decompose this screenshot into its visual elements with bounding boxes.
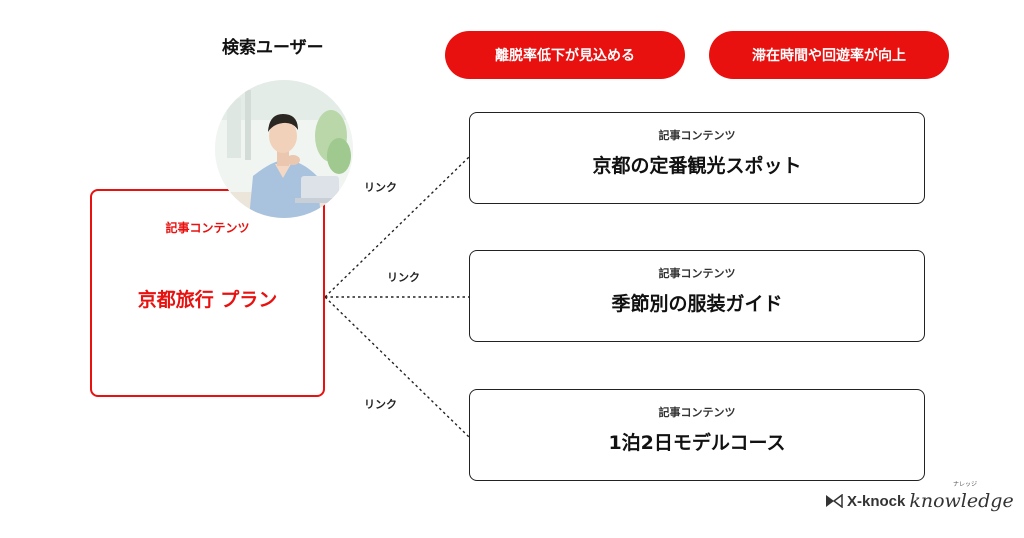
benefit-pill-bounce-rate: 離脱率低下が見込める bbox=[445, 31, 685, 79]
linked-article-card: 記事コンテンツ 1泊2日モデルコース bbox=[469, 389, 925, 481]
linked-article-category: 記事コンテンツ bbox=[658, 267, 736, 280]
brand-sub: knowledge bbox=[909, 490, 1014, 512]
main-article-title: 京都旅行 プラン bbox=[137, 289, 278, 311]
benefit-pill-label: 離脱率低下が見込める bbox=[495, 48, 635, 64]
linked-article-category: 記事コンテンツ bbox=[658, 406, 736, 419]
main-article-card: 記事コンテンツ 京都旅行 プラン bbox=[90, 189, 325, 397]
x-knock-mark-icon bbox=[826, 494, 843, 508]
benefit-pill-dwell-time: 滞在時間や回遊率が向上 bbox=[709, 31, 949, 79]
user-photo-illustration bbox=[215, 80, 353, 218]
search-user-label: 検索ユーザー bbox=[222, 38, 324, 58]
linked-article-title: 京都の定番観光スポット bbox=[592, 155, 802, 177]
brand-name: X-knock bbox=[847, 492, 906, 510]
benefit-pill-label: 滞在時間や回遊率が向上 bbox=[752, 48, 906, 64]
main-article-category: 記事コンテンツ bbox=[165, 221, 250, 235]
linked-article-category: 記事コンテンツ bbox=[658, 129, 736, 142]
linked-article-title: 季節別の服装ガイド bbox=[611, 293, 783, 315]
brand-logo: X-knock knowledge ナレッジ bbox=[825, 481, 1014, 512]
brand-kana: ナレッジ bbox=[953, 481, 978, 488]
linked-article-title: 1泊2日モデルコース bbox=[608, 432, 786, 454]
link-label: リンク bbox=[387, 271, 420, 284]
connector-line-3 bbox=[324, 296, 470, 438]
linked-article-card: 記事コンテンツ 季節別の服装ガイド bbox=[469, 250, 925, 342]
link-label: リンク bbox=[364, 398, 397, 411]
linked-article-card: 記事コンテンツ 京都の定番観光スポット bbox=[469, 112, 925, 204]
user-avatar bbox=[215, 80, 353, 218]
link-label: リンク bbox=[364, 181, 397, 194]
